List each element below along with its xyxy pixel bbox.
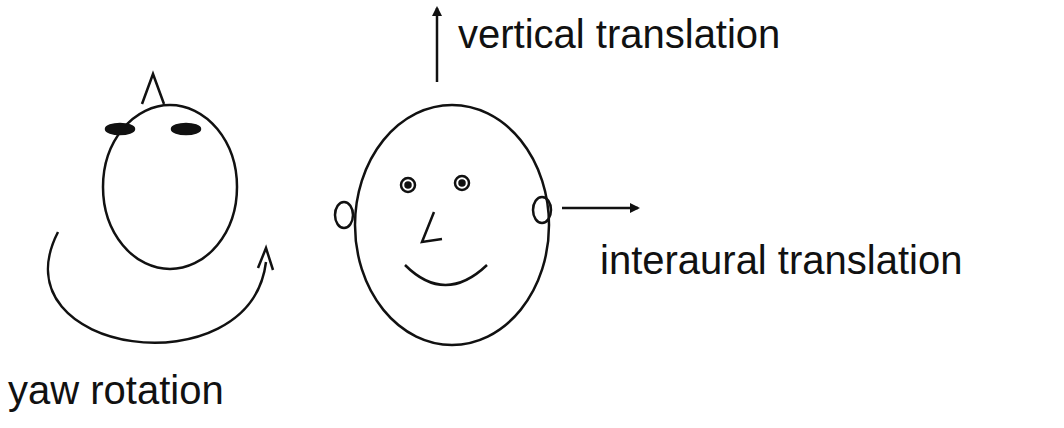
left-ear [335, 202, 353, 228]
right-ear [533, 197, 551, 223]
right-eye [455, 176, 469, 190]
mouth [405, 265, 487, 285]
axis-label: vertical translation [458, 12, 780, 56]
yaw-arrowhead [258, 248, 273, 270]
head-top-view [103, 105, 237, 269]
axis-label: yaw rotation [8, 368, 224, 412]
right-ear [172, 124, 200, 134]
nose [422, 212, 442, 242]
interaural-arrow [562, 207, 638, 210]
nose-triangle [142, 74, 164, 104]
yaw-arrow [48, 232, 266, 343]
right-pupil [460, 181, 465, 186]
left-ear [106, 124, 134, 134]
vertical-arrow [436, 8, 439, 82]
left-pupil [406, 183, 411, 188]
head-front-view [355, 105, 549, 345]
left-eye [401, 178, 415, 192]
axis-label: interaural translation [600, 238, 962, 282]
